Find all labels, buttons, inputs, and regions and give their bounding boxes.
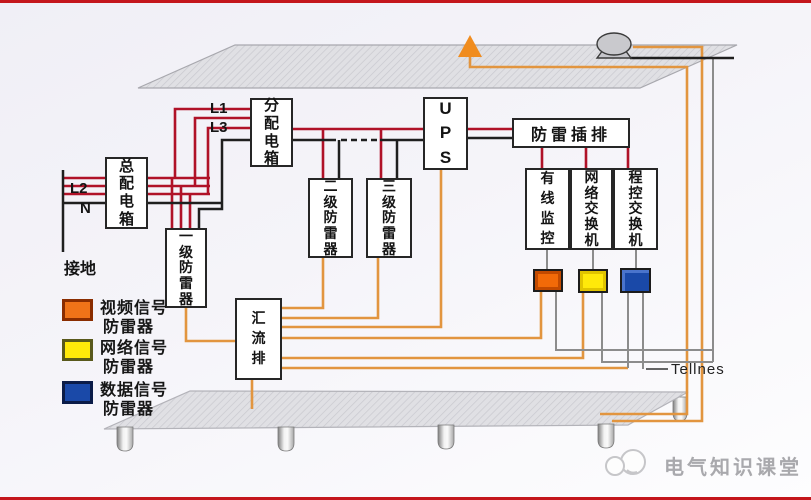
floor-feet [116,423,615,452]
ups-label: UPS [439,98,452,167]
pbx-switch-box: 程控交换机 [613,168,658,250]
network-switch-box: 网络交换机 [570,168,613,250]
network-switch-label: 网络交换机 [584,168,599,248]
ceiling-plane [137,44,738,89]
label-ground: 接地 [64,261,97,278]
top-edge-line [0,0,811,3]
busbar-box: 汇流排 [235,298,282,380]
floor-foot [277,426,295,452]
legend-video-line1: 视频信号 [100,300,169,317]
up-arrow-icon [458,35,482,57]
legend-video-swatch [62,299,93,321]
legend-data-line1: 数据信号 [100,382,169,399]
gray-signal-wires [546,58,714,369]
main-distribution-label: 总配电箱 [118,157,134,228]
data-spd-device [620,268,651,293]
spd-level2-box: 二级防雷器 [308,178,353,258]
cctv-monitor-label: 有线监控 [540,170,555,246]
spd-level1-box: 一级防雷器 [165,228,207,308]
label-l3: L3 [210,119,228,136]
ups-box: UPS [423,97,468,170]
legend-network-swatch [62,339,93,361]
sub-distribution-box: 分配电箱 [250,97,293,168]
legend-data-swatch [62,381,93,404]
spd-level3-label: 三级防雷器 [381,177,396,257]
pbx-switch-label: 程控交换机 [628,168,643,248]
legend-data-line2: 防雷器 [103,401,155,418]
busbar-label: 汇流排 [251,310,266,366]
floor-foot [597,423,615,449]
orange-signal-wires [184,45,704,423]
spd-level3-box: 三级防雷器 [366,178,412,258]
dome-device-icon [595,32,633,59]
legend-network-line1: 网络信号 [100,340,169,357]
floor-foot [116,426,134,452]
label-l2: L2 [70,180,88,197]
surge-strip-label: 防雷插排 [530,127,611,144]
floor-foot [437,424,455,450]
surge-strip-box: 防雷插排 [512,118,630,148]
label-l1: L1 [210,100,228,117]
label-n: N [80,200,91,217]
bottom-edge-line [0,497,811,500]
spd-level2-label: 二级防雷器 [323,177,338,257]
floor-foot-rear [672,396,688,422]
legend-network-line2: 防雷器 [103,359,155,376]
watermark-text: 电气知识课堂 [664,457,802,479]
label-tellnes: Tellnes [671,361,725,378]
network-spd-device [578,269,608,293]
watermark-logo-icon [605,449,646,476]
main-distribution-box: 总配电箱 [105,157,148,229]
video-spd-device [533,269,563,292]
cctv-monitor-box: 有线监控 [525,168,570,250]
floor-plane [103,390,689,430]
sub-distribution-label: 分配电箱 [263,97,279,168]
spd-level1-label: 一级防雷器 [178,227,193,307]
legend-video-line2: 防雷器 [103,319,155,336]
